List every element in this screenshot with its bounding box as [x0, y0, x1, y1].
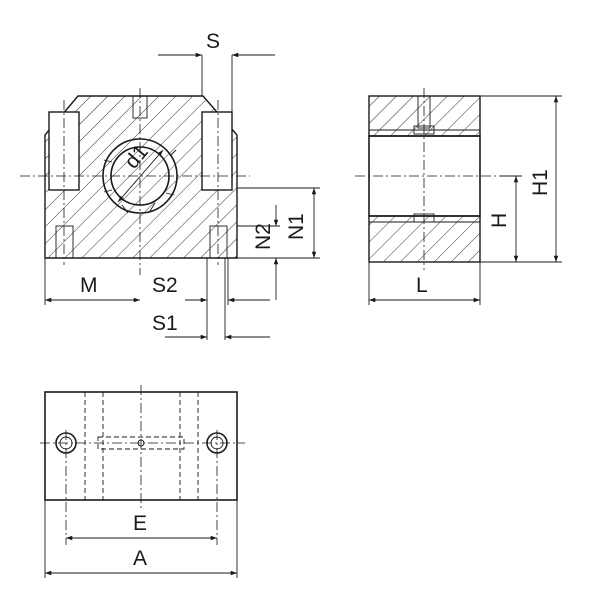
label-h: H [488, 213, 511, 228]
front-view: d1 S M S2 S1 N2 N1 [20, 30, 320, 340]
side-view: L H H1 [355, 88, 562, 305]
label-s: S [206, 30, 220, 53]
left-thread-hole [55, 225, 74, 259]
label-a: A [133, 547, 147, 570]
label-h1: H1 [529, 169, 552, 196]
label-m: M [80, 274, 98, 297]
label-s1: S1 [152, 312, 178, 335]
top-view: E A [40, 385, 245, 578]
side-lower-section [368, 215, 481, 263]
label-s2: S2 [152, 274, 178, 297]
label-n1: N1 [285, 213, 308, 240]
label-n2: N2 [252, 223, 275, 250]
bore-segments [103, 149, 177, 214]
label-l: L [416, 274, 428, 297]
label-e: E [133, 512, 147, 535]
right-thread-hole [209, 225, 228, 259]
right-slot [201, 111, 233, 191]
